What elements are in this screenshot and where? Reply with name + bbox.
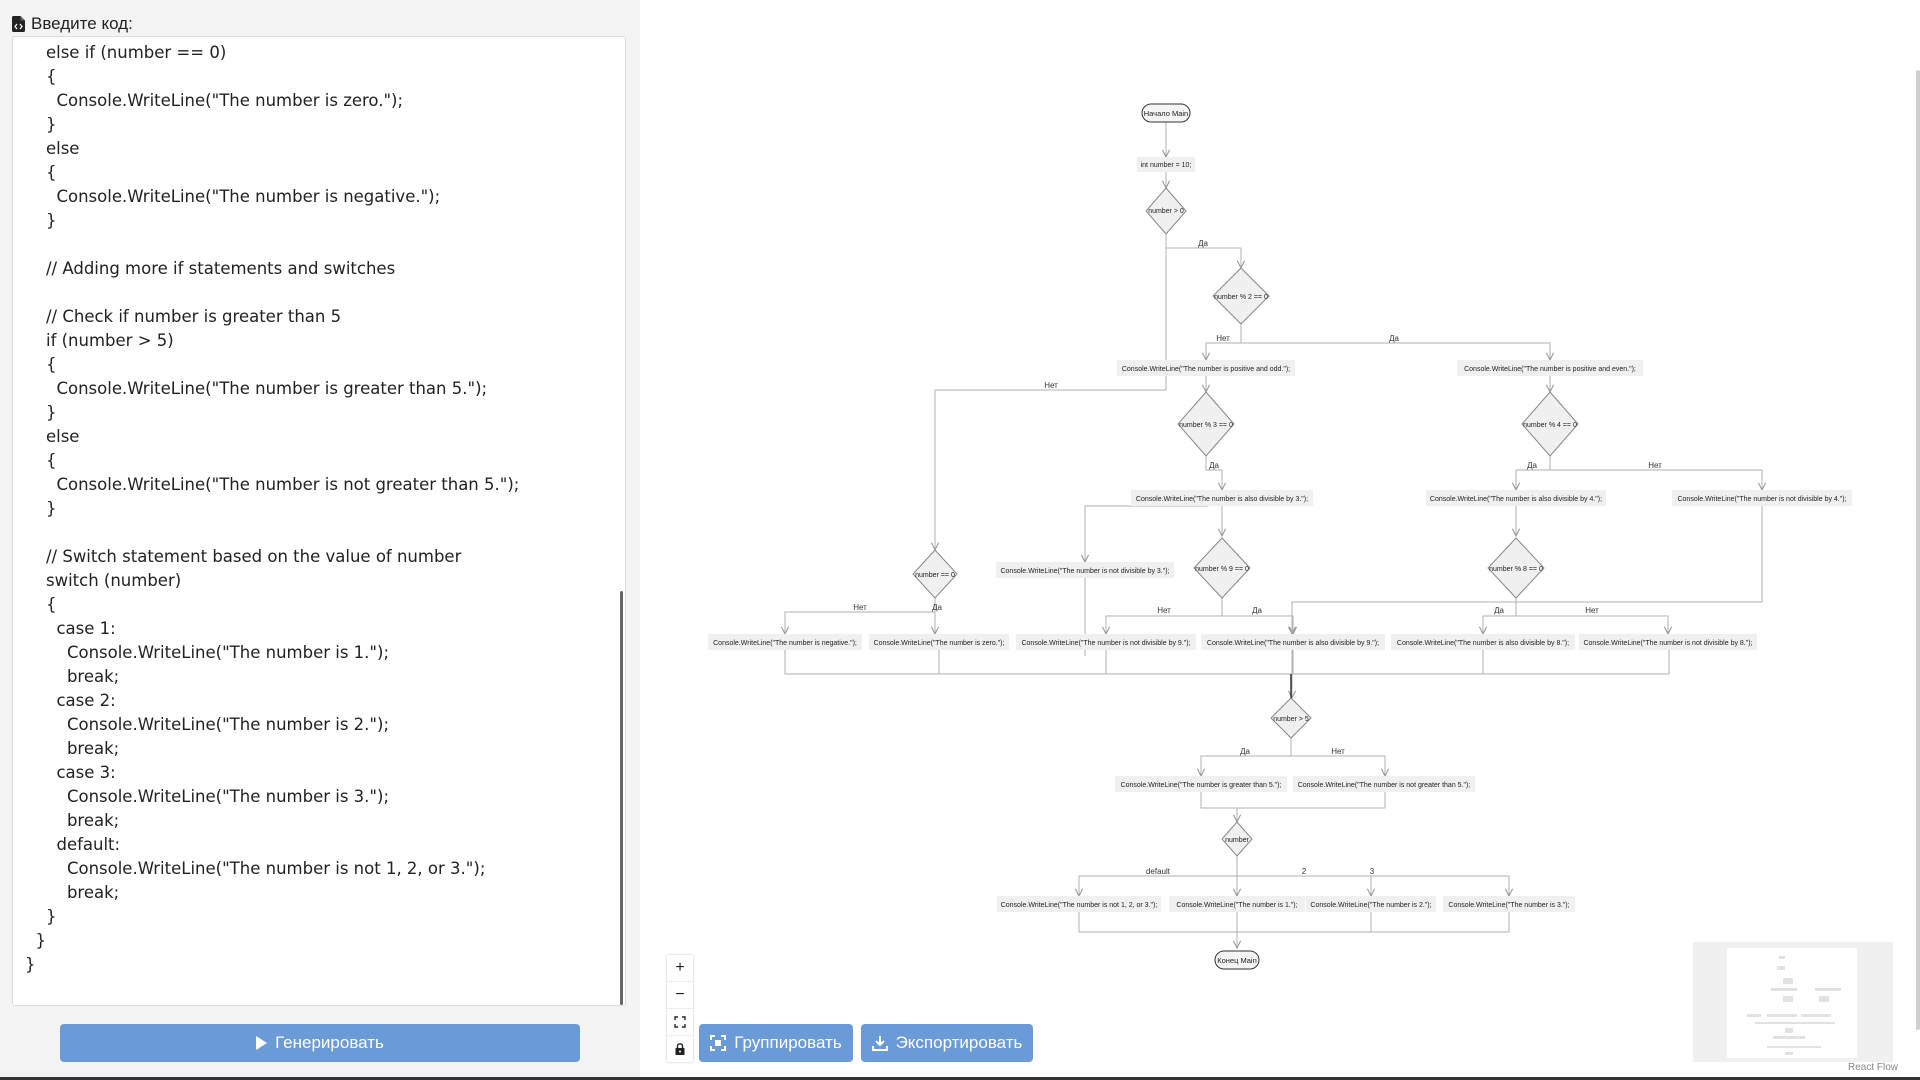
flow-decision[interactable]: number == 0 [915,572,955,579]
edge-label-yes: Да [1252,606,1262,615]
flow-decision[interactable]: number % 3 == 0 [1179,422,1233,429]
code-editor[interactable]: else if (number == 0) { Console.WriteLin… [12,36,626,1006]
edge-label-no: Нет [1216,334,1230,343]
edge-label-yes: Да [1527,461,1537,470]
flow-node[interactable]: Console.WriteLine("The number is also di… [1207,640,1379,647]
edge-label-no: Нет [1648,461,1662,470]
start-node[interactable]: Начало Main [1141,103,1191,123]
statement-labels: int number = 10; Console.WriteLine("The … [713,162,1846,909]
flow-node[interactable]: Console.WriteLine("The number is also di… [1136,496,1308,503]
canvas-scrollbar[interactable] [1916,70,1920,1030]
code-text[interactable]: else if (number == 0) { Console.WriteLin… [25,43,520,974]
flow-node[interactable]: Console.WriteLine("The number is positiv… [1464,366,1636,373]
code-panel: Введите код: else if (number == 0) { Con… [0,0,640,1080]
editor-scrollbar[interactable] [620,591,623,1005]
download-icon [871,1036,888,1051]
flow-decision[interactable]: number > 0 [1148,208,1184,215]
generate-button-label: Генерировать [275,1033,384,1052]
bottom-bar [0,1077,1920,1080]
edge-label-no: Нет [1585,606,1599,615]
edge-label-yes: Да [1389,334,1399,343]
start-node-label: Начало Main [1144,109,1188,118]
flow-node[interactable]: Console.WriteLine("The number is also di… [1397,640,1569,647]
flow-node[interactable]: Console.WriteLine("The number is greater… [1121,782,1282,789]
decision-nodes [912,187,1579,857]
flow-node[interactable]: Console.WriteLine("The number is zero.")… [874,640,1005,647]
end-node[interactable]: Конец Main [1214,950,1260,970]
edge-label-no: Нет [1157,606,1171,615]
edges [785,122,1762,948]
flow-node[interactable]: Console.WriteLine("The number is not div… [1000,568,1169,575]
flow-node[interactable]: Console.WriteLine("The number is 1."); [1176,902,1297,909]
minimap-nodes [1747,956,1841,1055]
flow-node[interactable]: Console.WriteLine("The number is also di… [1430,496,1602,503]
group-button-label: Группировать [734,1033,842,1052]
edge-label-no: Нет [1044,381,1058,390]
edge-label-yes: Да [932,603,942,612]
flow-node[interactable]: Console.WriteLine("The number is negativ… [713,640,857,647]
flow-decision[interactable]: number % 4 == 0 [1523,422,1577,429]
flow-node[interactable]: Console.WriteLine("The number is not 1, … [1001,902,1158,909]
edge-label-default: default [1146,867,1171,876]
edge-label-yes: Да [1209,461,1219,470]
flow-node[interactable]: int number = 10; [1141,162,1192,169]
group-icon [710,1035,727,1051]
flow-decision[interactable]: number > 5 [1273,716,1309,723]
edge-label-yes: Да [1494,606,1504,615]
edge-labels: Да Нет Да Нет Да Да Нет Нет Да Нет Да Да… [853,239,1662,876]
code-label: Введите код: [12,12,133,36]
flow-node[interactable]: Console.WriteLine("The number is 3."); [1448,902,1569,909]
flow-node[interactable]: Console.WriteLine("The number is not div… [1677,496,1846,503]
export-button[interactable]: Экспортировать [861,1024,1033,1062]
edge-label-2: 2 [1302,867,1307,876]
flow-decision[interactable]: number % 8 == 0 [1489,566,1543,573]
flow-decision[interactable]: number % 9 == 0 [1195,566,1249,573]
export-button-label: Экспортировать [895,1033,1023,1052]
zoom-in-button[interactable]: + [667,955,693,982]
zoom-out-button[interactable]: − [667,982,693,1009]
code-label-text: Введите код: [31,14,133,33]
flow-decision[interactable]: number [1225,837,1249,844]
statement-nodes [708,157,1852,912]
group-button[interactable]: Группировать [699,1024,853,1062]
attribution-link[interactable]: React Flow [1847,1062,1898,1073]
flow-decision[interactable]: number % 2 == 0 [1214,294,1268,301]
decision-labels: number > 0 number % 2 == 0 number % 3 ==… [915,208,1577,844]
edge-label-no: Нет [853,603,867,612]
flow-node[interactable]: Console.WriteLine("The number is not div… [1583,640,1752,647]
generate-button[interactable]: Генерировать [60,1024,580,1062]
edge-label-yes: Да [1240,747,1250,756]
flow-node[interactable]: Console.WriteLine("The number is 2."); [1310,902,1431,909]
minimap[interactable] [1693,942,1893,1062]
edge-label-3: 3 [1370,867,1375,876]
fit-view-icon [674,1016,686,1028]
end-node-label: Конец Main [1217,956,1257,965]
code-file-icon [12,16,25,32]
lock-icon [675,1043,685,1055]
lock-button[interactable] [667,1036,693,1062]
zoom-controls: + − [667,955,693,1062]
flow-node[interactable]: Console.WriteLine("The number is not div… [1021,640,1190,647]
edge-label-no: Нет [1331,747,1345,756]
play-icon [256,1036,268,1050]
fit-view-button[interactable] [667,1009,693,1036]
flow-node[interactable]: Console.WriteLine("The number is positiv… [1122,366,1290,373]
minimap-viewport [1727,948,1857,1058]
edge-label-yes: Да [1198,239,1208,248]
flow-node[interactable]: Console.WriteLine("The number is not gre… [1298,782,1471,789]
